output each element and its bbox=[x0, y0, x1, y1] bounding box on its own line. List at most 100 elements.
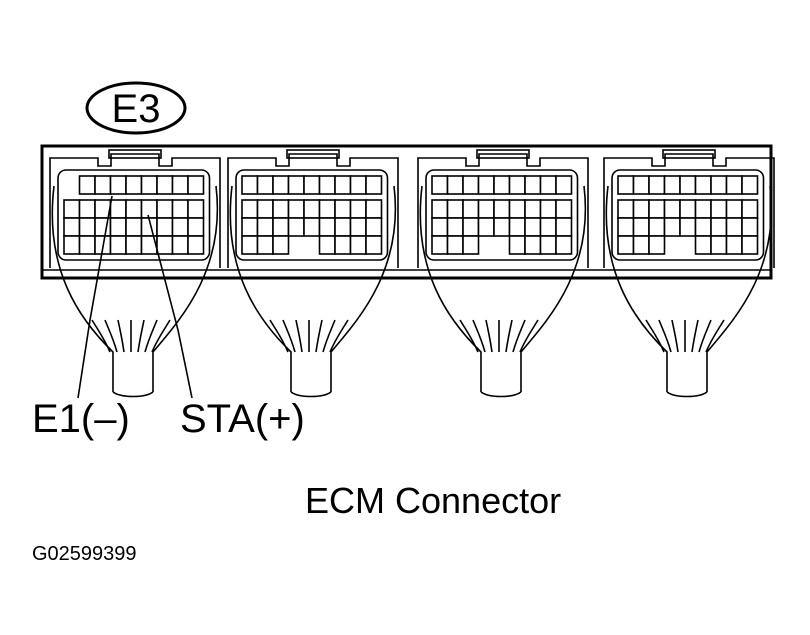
wire-strand bbox=[519, 319, 539, 353]
terminal-cell bbox=[156, 217, 174, 237]
terminal-label-e1: E1(–) bbox=[32, 397, 130, 441]
terminal-cell bbox=[710, 217, 728, 237]
terminal-cell bbox=[694, 235, 712, 255]
terminal-cell bbox=[508, 175, 526, 195]
connector-id-callout: E3 bbox=[85, 81, 187, 135]
terminal-cell bbox=[648, 199, 666, 219]
harness-end bbox=[480, 391, 522, 398]
terminal-cell bbox=[741, 199, 759, 219]
wire-strand bbox=[151, 319, 171, 353]
block-latch bbox=[286, 149, 340, 159]
terminal-cell bbox=[256, 199, 274, 219]
terminal-cell bbox=[187, 199, 205, 219]
terminal-cell bbox=[140, 199, 158, 219]
terminal-cell bbox=[94, 175, 112, 195]
terminal-cell bbox=[539, 217, 557, 237]
wire-strand bbox=[315, 319, 323, 353]
terminal-cell bbox=[156, 175, 174, 195]
terminal-cell bbox=[256, 235, 274, 255]
wire-strand bbox=[104, 319, 118, 353]
terminal-cell bbox=[555, 217, 573, 237]
terminal-cell bbox=[365, 175, 383, 195]
terminal-cell bbox=[287, 199, 305, 219]
terminal-cell bbox=[109, 175, 127, 195]
terminal-cell bbox=[287, 175, 305, 195]
block-outline bbox=[603, 153, 775, 268]
terminal-cell bbox=[524, 217, 542, 237]
terminal-cell bbox=[632, 235, 650, 255]
wire-strand bbox=[671, 319, 679, 353]
terminal-cell bbox=[349, 217, 367, 237]
terminal-cell bbox=[524, 235, 542, 255]
terminal-cell bbox=[109, 235, 127, 255]
terminal-cell bbox=[272, 217, 290, 237]
terminal-cell bbox=[318, 217, 336, 237]
terminal-cell bbox=[539, 235, 557, 255]
terminal-cell bbox=[349, 175, 367, 195]
wire-strand bbox=[645, 319, 665, 353]
terminal-cell bbox=[303, 175, 321, 195]
terminal-cell bbox=[303, 217, 321, 237]
terminal-cell bbox=[431, 199, 449, 219]
terminal-cell bbox=[710, 175, 728, 195]
terminal-cell bbox=[679, 199, 697, 219]
terminal-cell bbox=[125, 175, 143, 195]
terminal-cell bbox=[524, 199, 542, 219]
connector-block bbox=[417, 149, 589, 398]
terminal-cell bbox=[446, 199, 464, 219]
terminal-cell bbox=[187, 175, 205, 195]
terminal-cell bbox=[171, 235, 189, 255]
terminal-cell bbox=[431, 175, 449, 195]
terminal-cell bbox=[78, 175, 96, 195]
terminal-cell bbox=[648, 235, 666, 255]
wire-strand bbox=[329, 319, 349, 353]
terminal-cell bbox=[78, 235, 96, 255]
terminal-cell bbox=[171, 175, 189, 195]
terminal-cell bbox=[125, 199, 143, 219]
block-outline bbox=[49, 153, 221, 268]
terminal-cell bbox=[508, 235, 526, 255]
block-outline bbox=[417, 153, 589, 268]
terminal-cell bbox=[171, 217, 189, 237]
terminal-cell bbox=[694, 175, 712, 195]
terminal-cell bbox=[725, 199, 743, 219]
connector-id-oval bbox=[85, 81, 187, 135]
terminal-cell bbox=[446, 175, 464, 195]
terminal-cell bbox=[679, 217, 697, 237]
wire-strand bbox=[512, 319, 526, 353]
terminal-cell bbox=[287, 217, 305, 237]
wire-strand bbox=[137, 319, 145, 353]
terminal-cell bbox=[462, 217, 480, 237]
terminal-cell bbox=[493, 217, 511, 237]
terminal-cell bbox=[78, 217, 96, 237]
terminal-cell bbox=[539, 175, 557, 195]
terminal-cell bbox=[256, 217, 274, 237]
terminal-cell bbox=[555, 235, 573, 255]
wire-strand bbox=[698, 319, 712, 353]
terminal-cell bbox=[710, 199, 728, 219]
terminal-cell bbox=[632, 199, 650, 219]
terminal-cell bbox=[156, 199, 174, 219]
wire-strand bbox=[322, 319, 336, 353]
terminal-cell bbox=[632, 217, 650, 237]
harness-end bbox=[112, 391, 154, 398]
wire-strand bbox=[705, 319, 725, 353]
terminal-cell bbox=[241, 235, 259, 255]
terminal-cell bbox=[741, 217, 759, 237]
terminal-cell bbox=[493, 175, 511, 195]
terminal-cell bbox=[462, 175, 480, 195]
terminal-cell bbox=[334, 175, 352, 195]
terminal-cell bbox=[694, 217, 712, 237]
terminal-cell bbox=[156, 235, 174, 255]
harness-end bbox=[666, 391, 708, 398]
wire-strand bbox=[282, 319, 296, 353]
terminal-cell bbox=[272, 175, 290, 195]
terminal-cell bbox=[663, 217, 681, 237]
terminal-cell bbox=[648, 175, 666, 195]
terminal-cell bbox=[272, 235, 290, 255]
grid-frame bbox=[57, 169, 211, 261]
wire-strand bbox=[505, 319, 513, 353]
block-outline bbox=[227, 153, 399, 268]
terminal-cell bbox=[241, 199, 259, 219]
terminal-cell bbox=[431, 217, 449, 237]
